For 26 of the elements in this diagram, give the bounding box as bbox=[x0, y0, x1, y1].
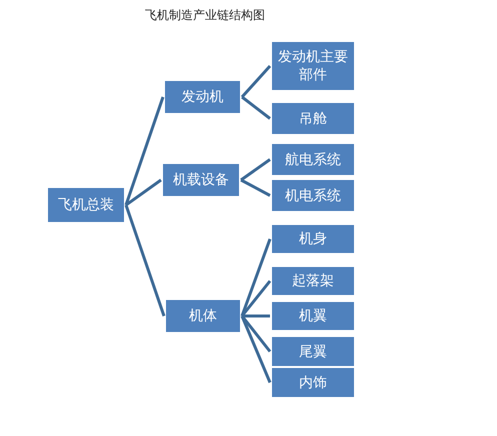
connector-line bbox=[240, 315, 272, 352]
connector-line bbox=[240, 280, 272, 317]
category-box: 机体 bbox=[166, 300, 240, 332]
connector-line bbox=[242, 314, 270, 318]
connector-line bbox=[240, 238, 272, 317]
category-box: 机电系统 bbox=[272, 180, 354, 211]
category-box: 机载设备 bbox=[163, 164, 239, 196]
diagram-title: 飞机制造产业链结构图 bbox=[144, 7, 266, 24]
category-box: 尾翼 bbox=[272, 337, 354, 366]
connector-line bbox=[124, 204, 166, 316]
category-box: 发动机 bbox=[165, 81, 240, 113]
category-box: 吊舱 bbox=[272, 103, 354, 134]
connector-line bbox=[240, 65, 272, 98]
connector-line bbox=[240, 158, 271, 182]
category-box: 机翼 bbox=[272, 302, 354, 330]
connector-line bbox=[124, 96, 164, 206]
category-box: 航电系统 bbox=[272, 144, 354, 175]
connector-line bbox=[240, 315, 272, 384]
category-box: 机身 bbox=[272, 225, 354, 253]
category-box: 内饰 bbox=[272, 368, 354, 397]
category-box: 起落架 bbox=[272, 267, 354, 295]
connector-line bbox=[240, 178, 271, 197]
category-box: 发动机主要部件 bbox=[272, 42, 354, 90]
connector-line bbox=[241, 96, 271, 120]
connector-line bbox=[125, 178, 162, 206]
category-box: 飞机总装 bbox=[48, 188, 124, 222]
